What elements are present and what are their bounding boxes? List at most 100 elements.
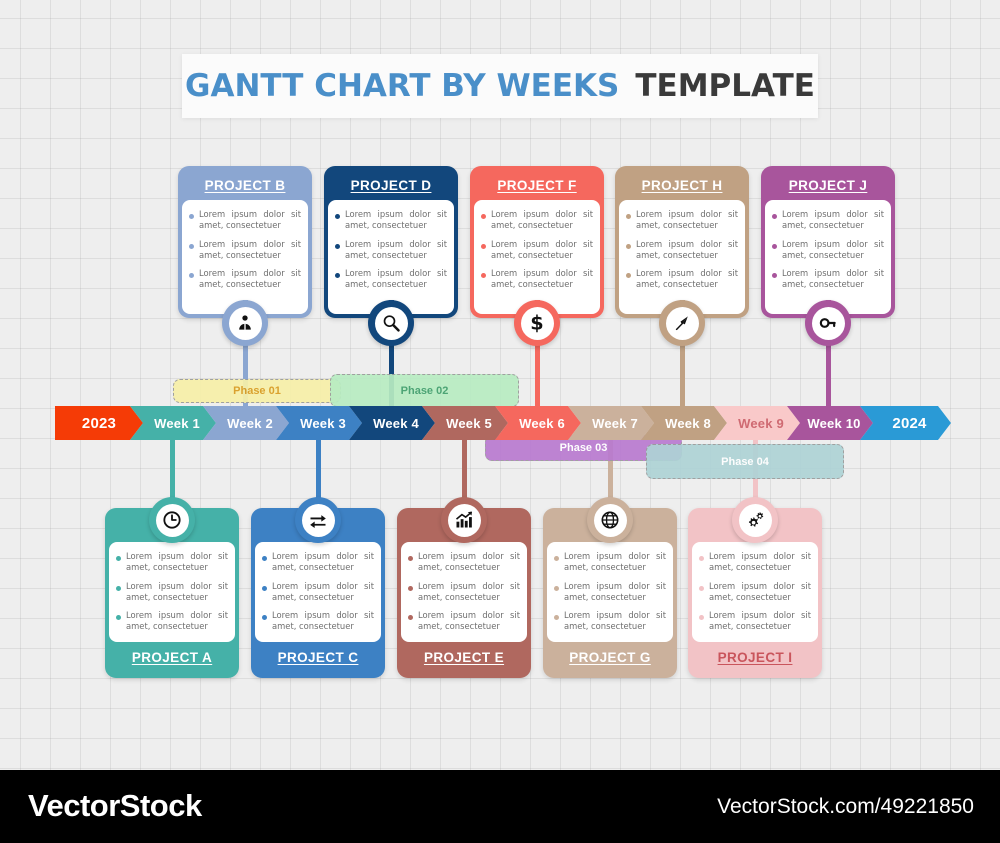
list-item-label: Lorem ipsum dolor sit amet, consectetuer [709,610,811,632]
project-card-i[interactable]: Lorem ipsum dolor sit amet, consectetuer… [688,508,822,678]
bullet-dot [772,214,777,219]
bullet-dot [772,243,777,249]
list-item: Lorem ipsum dolor sit amet, consectetuer [626,268,738,291]
phase-bar-label: Phase 03 [559,442,608,454]
list-item-label: Lorem ipsum dolor sit amet, consectetuer [418,580,520,602]
list-item: Lorem ipsum dolor sit amet, consectetuer [554,551,666,574]
globe-icon [593,503,627,537]
gears-icon [738,503,772,537]
project-card-body: Lorem ipsum dolor sit amet, consectetuer… [765,200,891,314]
list-item: Lorem ipsum dolor sit amet, consectetuer [116,551,228,574]
bullet-dot [554,585,559,591]
project-card-g[interactable]: Lorem ipsum dolor sit amet, consectetuer… [543,508,677,678]
magnifier-icon [374,306,408,340]
project-card-title: PROJECT B [204,177,286,193]
dollar-icon: $ [520,306,554,340]
phase-bar-1[interactable]: Phase 01 [173,379,341,403]
bullet-dot [335,273,340,279]
list-item: Lorem ipsum dolor sit amet, consectetuer [262,581,374,604]
list-item-label: Lorem ipsum dolor sit amet, consectetuer [782,209,884,231]
timeline-week-label: Week 3 [300,415,346,431]
list-item-label: Lorem ipsum dolor sit amet, consectetuer [126,551,228,573]
phase-bar-label: Phase 04 [721,455,769,468]
bullet-dot [335,243,340,249]
dart-icon-badge[interactable] [659,300,705,346]
list-item-label: Lorem ipsum dolor sit amet, consectetuer [491,209,593,231]
clock-icon [155,503,189,537]
project-card-j[interactable]: PROJECT J Lorem ipsum dolor sit amet, con… [761,166,895,318]
project-card-b[interactable]: PROJECT B Lorem ipsum dolor sit amet, con… [178,166,312,318]
transfer-icon-badge[interactable] [295,497,341,543]
list-item: Lorem ipsum dolor sit amet, consectetuer [772,239,884,262]
bullet-dot [189,214,194,219]
bullet-dot [626,273,631,279]
phase-bar-4[interactable]: Phase 04 [646,444,844,479]
list-item: Lorem ipsum dolor sit amet, consectetuer [335,239,447,262]
clock-icon-badge[interactable] [149,497,195,543]
timeline-week-label: Week 4 [373,415,419,431]
gears-icon-badge[interactable] [732,497,778,543]
watermark-footer: VectorStock VectorStock.com/49221850 [0,770,1000,843]
bullet-dot [189,273,194,279]
key-icon-badge[interactable] [805,300,851,346]
project-card-c[interactable]: Lorem ipsum dolor sit amet, consectetuer… [251,508,385,678]
project-card-body: Lorem ipsum dolor sit amet, consectetuer… [474,200,600,314]
svg-text:$: $ [530,312,543,334]
project-card-title: PROJECT E [423,649,505,665]
list-item: Lorem ipsum dolor sit amet, consectetuer [116,610,228,633]
globe-icon-badge[interactable] [587,497,633,543]
transfer-icon [301,503,335,537]
list-item: Lorem ipsum dolor sit amet, consectetuer [408,581,520,604]
magnifier-icon-badge[interactable] [368,300,414,346]
timeline-week-label: Week 7 [592,415,638,431]
person-icon-badge[interactable] [222,300,268,346]
list-item: Lorem ipsum dolor sit amet, consectetuer [335,268,447,291]
bullet-dot [262,585,267,591]
vectorstock-url: VectorStock.com/49221850 [717,795,974,818]
list-item-label: Lorem ipsum dolor sit amet, consectetuer [345,268,447,290]
bullet-dot [481,243,486,249]
bullet-dot [262,615,267,621]
list-item-label: Lorem ipsum dolor sit amet, consectetuer [199,238,301,260]
list-item: Lorem ipsum dolor sit amet, consectetuer [262,610,374,633]
project-card-body: Lorem ipsum dolor sit amet, consectetuer… [619,200,745,314]
list-item-label: Lorem ipsum dolor sit amet, consectetuer [491,238,593,260]
list-item: Lorem ipsum dolor sit amet, consectetuer [772,209,884,232]
connector-line [315,434,321,520]
list-item-label: Lorem ipsum dolor sit amet, consectetuer [709,580,811,602]
project-card-body: Lorem ipsum dolor sit amet, consectetuer… [692,542,818,642]
bullet-dot [116,556,121,561]
list-item-label: Lorem ipsum dolor sit amet, consectetuer [782,268,884,290]
growth-icon-badge[interactable] [441,497,487,543]
key-icon [811,306,845,340]
bullet-dot [408,585,413,591]
list-item-label: Lorem ipsum dolor sit amet, consectetuer [272,610,374,632]
bullet-dot [626,243,631,249]
phase-bar-2[interactable]: Phase 02 [330,374,519,407]
timeline-week-label: Week 8 [665,415,711,431]
list-item: Lorem ipsum dolor sit amet, consectetuer [189,239,301,262]
project-card-body: Lorem ipsum dolor sit amet, consectetuer… [547,542,673,642]
dollar-icon-badge[interactable]: $ [514,300,560,346]
list-item: Lorem ipsum dolor sit amet, consectetuer [626,209,738,232]
list-item: Lorem ipsum dolor sit amet, consectetuer [699,610,811,633]
timeline-week-label: Week 6 [519,415,565,431]
timeline-week-label: Week 10 [807,415,861,431]
timeline-year-start: 2023 [55,406,143,440]
list-item: Lorem ipsum dolor sit amet, consectetuer [408,551,520,574]
bullet-dot [481,214,486,219]
list-item-label: Lorem ipsum dolor sit amet, consectetuer [345,238,447,260]
list-item-label: Lorem ipsum dolor sit amet, consectetuer [126,610,228,632]
bullet-dot [408,556,413,561]
bullet-dot [699,556,704,561]
list-item-label: Lorem ipsum dolor sit amet, consectetuer [782,238,884,260]
list-item-label: Lorem ipsum dolor sit amet, consectetuer [272,580,374,602]
project-card-title: PROJECT I [717,649,793,665]
project-card-title: PROJECT J [788,177,868,193]
connector-line [169,434,175,520]
project-card-title: PROJECT G [569,649,651,665]
page-title: GANTT CHART BY WEEKS TEMPLATE [182,54,818,118]
